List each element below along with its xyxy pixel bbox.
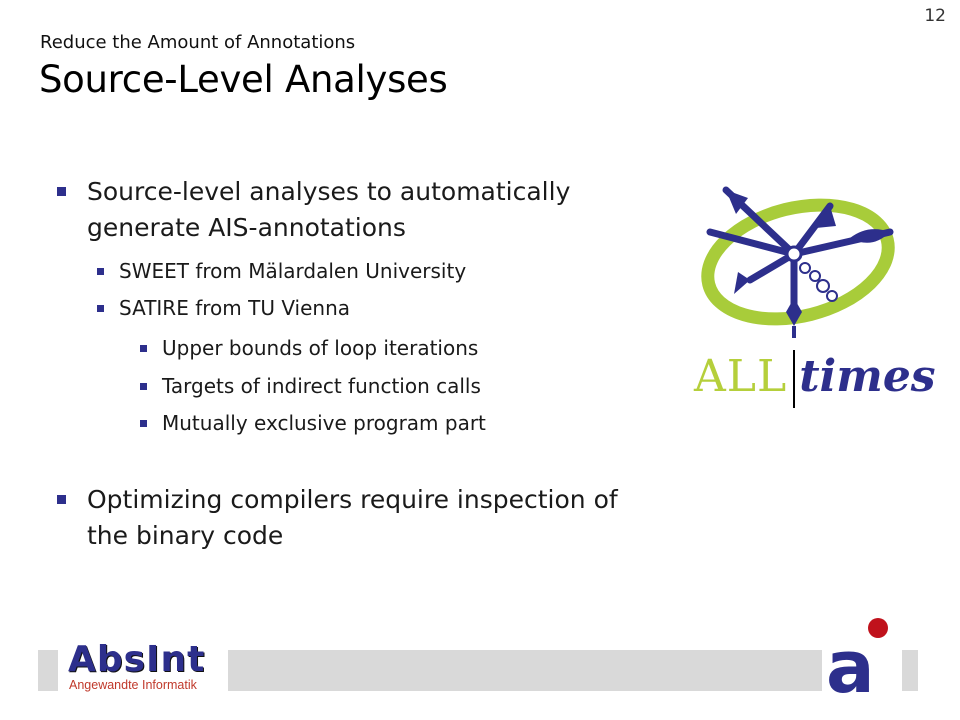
bullet-line: generate AIS-annotations [87, 213, 406, 242]
bullet-optimizing-compilers: Optimizing compilers require inspection … [57, 482, 618, 554]
bullet-line: the binary code [87, 521, 284, 550]
slide-subtitle: Reduce the Amount of Annotations [40, 32, 356, 53]
sub-bullet-text: SATIRE from TU Vienna [119, 296, 351, 320]
bullet-marker-icon [97, 268, 104, 275]
sub-sub-bullet-text: Targets of indirect function calls [162, 374, 481, 398]
bullet-line: Source-level analyses to automatically [87, 177, 571, 206]
absint-logo-name: AbsInt [68, 639, 206, 680]
bullet-marker-icon [57, 187, 66, 196]
bullet-marker-icon [97, 305, 104, 312]
sub-sub-bullet-indirect-calls: Targets of indirect function calls [140, 372, 481, 400]
bullet-text: Source-level analyses to automatically g… [87, 174, 570, 246]
alltimes-clock-icon [701, 186, 895, 338]
svg-text:a: a [826, 625, 875, 696]
bullet-source-level: Source-level analyses to automatically g… [57, 174, 570, 246]
sub-sub-bullet-text: Mutually exclusive program part [162, 411, 486, 435]
bullet-marker-icon [57, 495, 66, 504]
ai-logo-icon: a [822, 612, 902, 696]
absint-logo-tagline: Angewandte Informatik [69, 678, 197, 692]
sub-sub-bullet-exclusive-parts: Mutually exclusive program part [140, 409, 486, 437]
slide-title: Source-Level Analyses [39, 58, 448, 101]
bullet-text: Optimizing compilers require inspection … [87, 482, 618, 554]
alltimes-logo-divider [793, 350, 795, 408]
bullet-marker-icon [140, 345, 147, 352]
bullet-marker-icon [140, 383, 147, 390]
alltimes-logo-left: ALL [694, 351, 788, 402]
sub-bullet-sweet: SWEET from Mälardalen University [97, 257, 466, 285]
bullet-line: Optimizing compilers require inspection … [87, 485, 618, 514]
page-number: 12 [924, 6, 946, 26]
bullet-marker-icon [140, 420, 147, 427]
alltimes-logo-right: times [799, 351, 936, 402]
sub-sub-bullet-text: Upper bounds of loop iterations [162, 336, 479, 360]
sub-bullet-text: SWEET from Mälardalen University [119, 259, 467, 283]
absint-logo: AbsInt Angewandte Informatik [58, 640, 228, 696]
sub-bullet-satire: SATIRE from TU Vienna [97, 294, 350, 322]
sub-sub-bullet-loop-bounds: Upper bounds of loop iterations [140, 334, 478, 362]
